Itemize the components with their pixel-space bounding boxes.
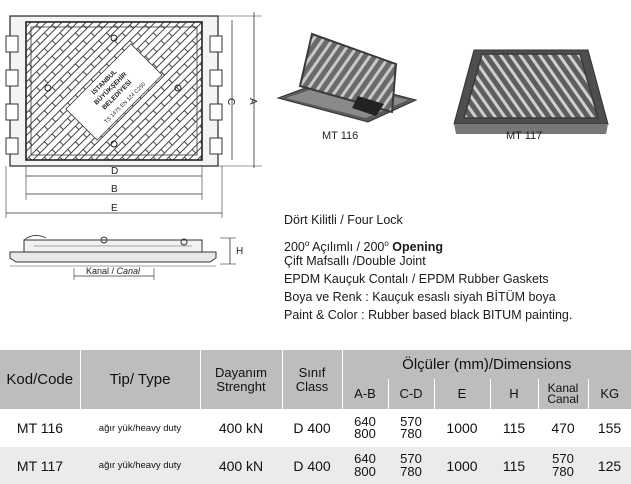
cell-kg: 155 [588,409,631,447]
dim-c-label: C [225,98,236,105]
opening-text-tr: Açılımlı / 200 [309,240,385,255]
header-code: Kod/Code [0,350,80,409]
feature-paint-en: Paint & Color : Rubber based black BITUM… [284,308,573,322]
header-canal-en: Canal [547,392,579,406]
feature-paint-tr: Boya ve Renk : Kauçuk esaslı siyah BİTÜM… [284,290,556,304]
opening-text-en: Opening [388,240,443,255]
mt117-product-image [453,49,609,134]
cell-kg: 125 [588,447,631,484]
cell-class: D 400 [282,409,342,447]
feature-double-joint: Çift Mafsallı /Double Joint [284,254,426,268]
mt116-product-image [276,32,418,123]
cell-strength: 400 kN [200,409,282,447]
header-strength-en: Strenght [216,378,266,394]
header-kg: KG [587,379,631,409]
cell-h: 115 [490,409,538,447]
table-row: MT 116 ağır yük/heavy duty 400 kN D 400 … [0,409,631,447]
header-type: Tip/ Type [79,350,200,409]
opening-degree-1: 200 [284,240,305,255]
degree-mark-2: o [384,239,389,248]
cell-ab-value-2: 800 [354,426,376,441]
cell-code: MT 116 [0,409,80,447]
header-class-en: Class [295,378,329,394]
cell-strength: 400 kN [200,447,282,484]
cell-ab-value-2: 800 [354,463,376,479]
cell-ab-value-1: 640 [354,413,376,429]
dim-h-label: H [236,246,243,257]
plan-view-drawing: İSTANBUL BÜYÜKŞEHİR BELEDİYESİ TS 1475 E… [5,12,262,218]
cell-e: 1000 [434,447,490,484]
table-row: MT 117 ağır yük/heavy duty 400 kN D 400 … [0,447,631,484]
feature-four-lock: Dört Kilitli / Four Lock [284,213,403,227]
cell-class: D 400 [282,447,342,484]
cell-canal-value-2: 780 [552,463,574,479]
header-dimensions: Ölçüler (mm)/Dimensions [341,350,631,379]
feature-gaskets: EPDM Kauçuk Contalı / EPDM Rubber Gasket… [284,272,549,286]
header-strength-tr: Dayanım [214,364,268,380]
degree-mark-1: o [304,239,310,248]
mt117-caption: MT 117 [506,130,543,142]
cell-type: ağır yük/heavy duty [80,447,200,484]
dim-b-label: B [111,184,118,195]
header-ab: A-B [341,379,388,409]
dim-e-label: E [111,203,118,214]
dim-a-label: A [247,98,258,105]
cell-cd-value-2: 780 [400,463,422,479]
feature-opening: 200o Açılımlı / 200o Opening [284,235,443,257]
cell-cd-value-1: 570 [400,451,422,466]
header-h: H [489,379,538,409]
dim-d-label: D [111,166,118,177]
cell-canal-value-1: 570 [552,451,574,466]
header-canal-tr: Kanal [547,381,579,395]
cell-h: 115 [490,447,538,484]
mt116-caption: MT 116 [322,130,359,142]
cell-type: ağır yük/heavy duty [80,409,200,447]
header-class-tr: Sınıf [298,364,326,380]
cell-e: 1000 [434,409,490,447]
cell-code: MT 117 [0,447,80,484]
canal-label-en: Canal [117,266,142,276]
section-view-drawing: H Kanal / Canal [9,235,243,280]
cell-ab-value-1: 640 [354,451,376,466]
header-e: E [433,379,490,409]
canal-label: Kanal / Canal [86,266,141,276]
cell-canal: 470 [538,409,588,447]
canal-label-tr: Kanal / [86,266,117,276]
cell-cd-value-1: 570 [400,413,422,429]
header-cd: C-D [387,379,434,409]
cell-cd-value-2: 780 [400,426,422,441]
